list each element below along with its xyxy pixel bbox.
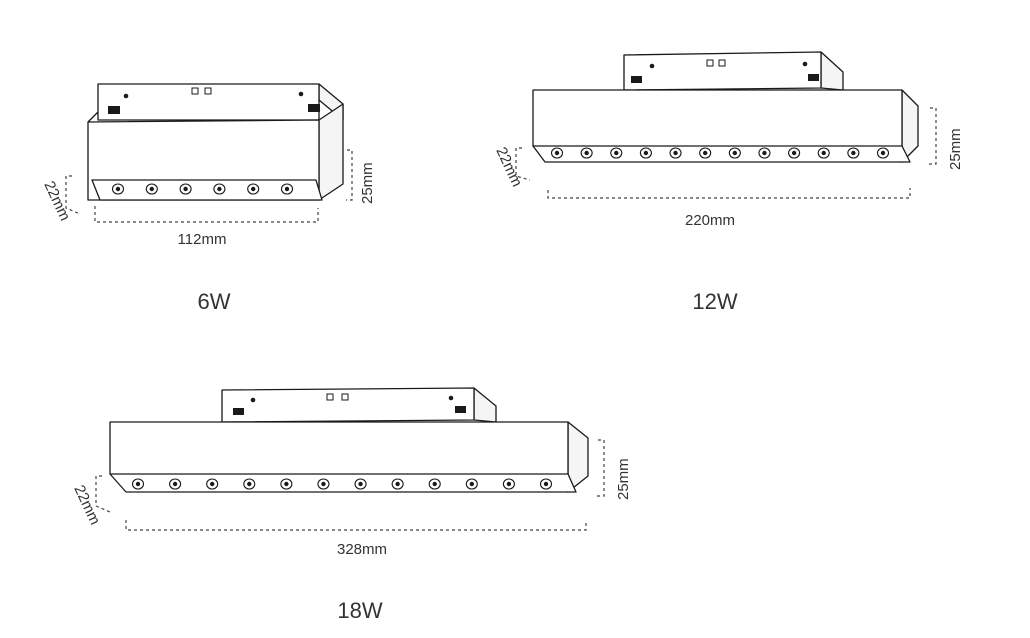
height-label: 25mm <box>359 162 376 204</box>
dot-marker <box>448 395 454 401</box>
led-lens-core <box>851 150 856 156</box>
led-lens-core <box>880 150 886 156</box>
led-lens-core <box>183 186 188 192</box>
dot-marker <box>298 91 304 97</box>
length-dimension-line <box>125 520 587 531</box>
led-lens-core <box>247 481 252 487</box>
length-dimension-line <box>94 206 319 223</box>
dot-marker <box>802 61 808 67</box>
width-dimension-line <box>95 475 111 513</box>
dot-marker <box>123 93 129 99</box>
clip-right <box>808 74 819 81</box>
length-label: 220mm <box>685 212 735 229</box>
wattage-label: 6W <box>198 289 231 314</box>
length-dimension-line <box>547 188 911 199</box>
led-lens-core <box>584 150 589 156</box>
led-lens-core <box>172 481 178 487</box>
screw-hole <box>204 87 212 95</box>
led-lens-core <box>209 481 215 487</box>
led-lens-core <box>506 481 512 487</box>
led-lens-core <box>135 481 141 487</box>
led-lens-core <box>432 481 437 487</box>
height-dimension-line <box>928 107 937 165</box>
led-lens-core <box>543 481 549 487</box>
length-label: 328mm <box>337 541 387 558</box>
adapter-front <box>623 51 822 91</box>
screw-hole <box>341 393 349 401</box>
lens-strip <box>532 145 911 163</box>
led-lens-core <box>702 150 708 156</box>
lens-row <box>131 478 553 490</box>
width-label: 22mm <box>70 483 103 528</box>
lens-row <box>550 147 890 159</box>
lens-strip <box>109 473 577 493</box>
led-lens-core <box>821 150 826 156</box>
body-side <box>318 103 344 201</box>
clip-left <box>631 76 642 83</box>
height-dimension-line <box>596 439 605 497</box>
clip-left <box>108 106 120 114</box>
led-lens-core <box>284 186 290 192</box>
screw-hole <box>326 393 334 401</box>
led-lens-core <box>614 150 619 156</box>
led-lens-core <box>284 481 289 487</box>
clip-right <box>308 104 320 112</box>
led-lens-core <box>115 186 121 192</box>
width-label: 22mm <box>40 179 73 224</box>
adapter-side <box>473 387 497 423</box>
led-lens-core <box>358 481 363 487</box>
fixture-18w: 328mm 22mm 25mm 18W <box>70 387 632 623</box>
led-lens-core <box>469 481 475 487</box>
height-dimension-line <box>346 149 353 201</box>
screw-hole <box>718 59 726 67</box>
clip-left <box>233 408 244 415</box>
lens-row <box>111 183 294 195</box>
height-label: 25mm <box>947 128 964 170</box>
dot-marker <box>250 397 256 403</box>
led-lens-core <box>554 150 560 156</box>
wattage-label: 18W <box>337 598 382 623</box>
led-lens-core <box>791 150 797 156</box>
led-lens-core <box>395 481 400 487</box>
fixture-6w: 112mm 22mm 25mm 6W <box>40 83 376 314</box>
screw-hole <box>191 87 199 95</box>
clip-right <box>455 406 466 413</box>
dot-marker <box>649 63 655 69</box>
screw-hole <box>706 59 714 67</box>
adapter-front <box>221 387 475 423</box>
width-dimension-line <box>515 147 531 181</box>
fixture-12w: 220mm 22mm 25mm 12W <box>492 51 964 314</box>
width-dimension-line <box>65 175 81 215</box>
led-lens-core <box>149 186 154 192</box>
led-lens-core <box>251 186 256 192</box>
width-label: 22mm <box>492 145 525 190</box>
led-lens-core <box>643 150 649 156</box>
led-lens-core <box>673 150 678 156</box>
height-label: 25mm <box>615 458 632 500</box>
led-lens-core <box>321 481 326 487</box>
length-label: 112mm <box>178 231 227 248</box>
adapter-side <box>820 51 844 91</box>
wattage-label: 12W <box>692 289 737 314</box>
led-lens-core <box>762 150 767 156</box>
led-lens-core <box>217 186 222 192</box>
led-lens-core <box>732 150 738 156</box>
